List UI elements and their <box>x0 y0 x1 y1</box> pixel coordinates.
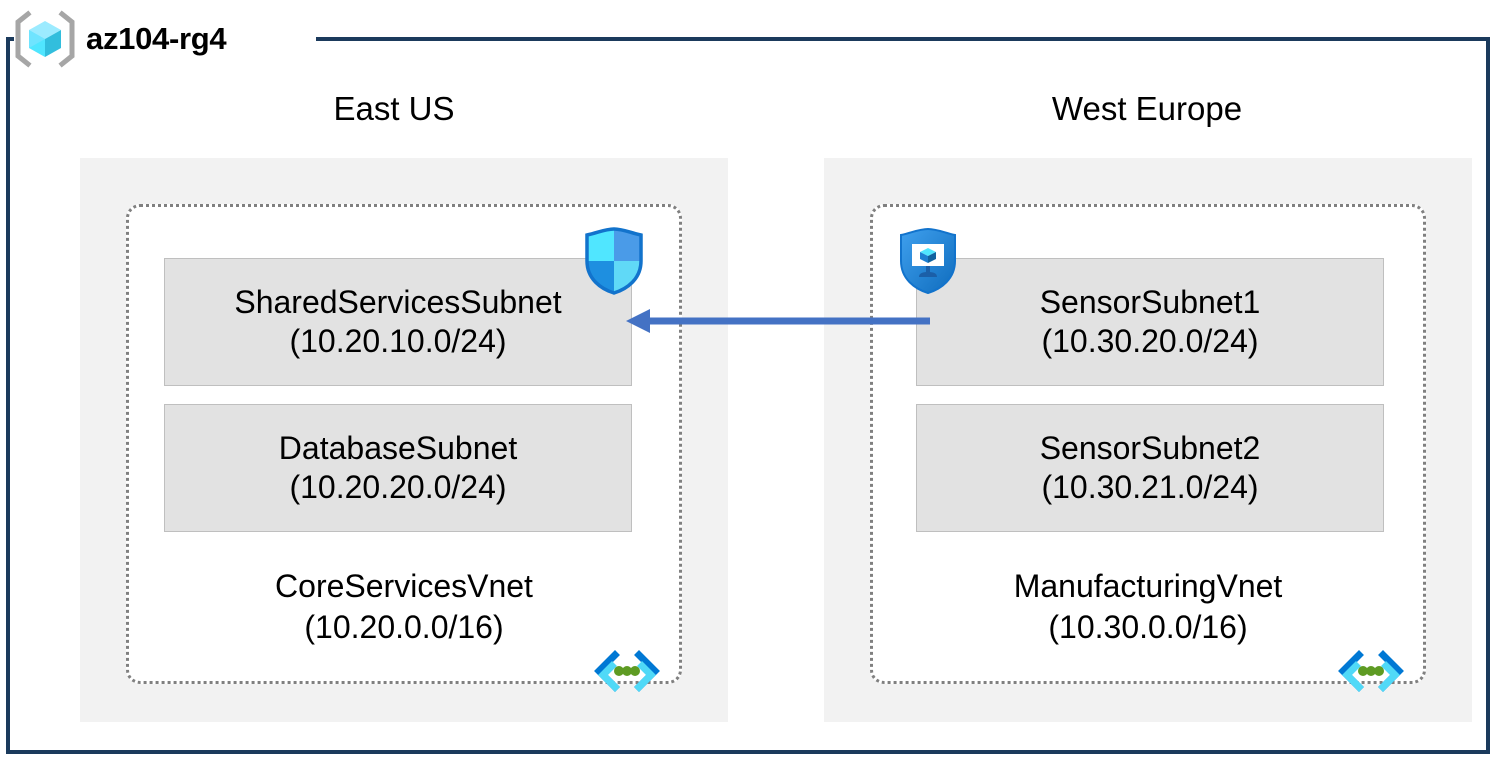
subnet-box-shared-services: SharedServicesSubnet (10.20.10.0/24) <box>164 258 632 386</box>
subnet-name: SensorSubnet2 <box>1039 429 1261 466</box>
network-security-group-shield-icon <box>583 227 645 295</box>
vnet-cidr: (10.20.0.0/16) <box>304 608 504 645</box>
subnet-cidr: (10.20.10.0/24) <box>289 323 507 359</box>
resource-group-header: az104-rg4 <box>14 6 239 72</box>
vnet-label-manufacturing: ManufacturingVnet (10.30.0.0/16) <box>870 566 1426 648</box>
region-label-east-us: East US <box>333 90 455 127</box>
vnet-name: CoreServicesVnet <box>275 568 533 604</box>
vnet-cidr: (10.30.0.0/16) <box>1048 608 1248 645</box>
application-security-group-icon <box>897 227 959 295</box>
subnet-name: SharedServicesSubnet <box>234 283 562 320</box>
subnet-cidr: (10.30.20.0/24) <box>1041 323 1259 359</box>
vnet-peering-icon <box>592 650 662 692</box>
subnet-cidr: (10.20.20.0/24) <box>289 469 507 505</box>
subnet-name: SensorSubnet1 <box>1039 283 1261 320</box>
vnet-peering-icon <box>1336 650 1406 692</box>
vnet-label-core-services: CoreServicesVnet (10.20.0.0/16) <box>126 566 682 648</box>
resource-group-frame-top-right <box>316 37 1490 41</box>
resource-group-frame <box>6 37 1490 754</box>
subnet-cidr: (10.30.21.0/24) <box>1041 469 1259 505</box>
subnet-box-sensor-2: SensorSubnet2 (10.30.21.0/24) <box>916 404 1384 532</box>
resource-group-cube-icon <box>14 8 76 70</box>
peering-arrow-left-icon <box>620 300 930 342</box>
subnet-box-sensor-1: SensorSubnet1 (10.30.20.0/24) <box>916 258 1384 386</box>
subnet-name: DatabaseSubnet <box>278 429 518 466</box>
region-label-west-europe: West Europe <box>1051 90 1243 127</box>
resource-group-title: az104-rg4 <box>86 21 227 56</box>
subnet-box-database: DatabaseSubnet (10.20.20.0/24) <box>164 404 632 532</box>
vnet-name: ManufacturingVnet <box>1013 568 1283 604</box>
